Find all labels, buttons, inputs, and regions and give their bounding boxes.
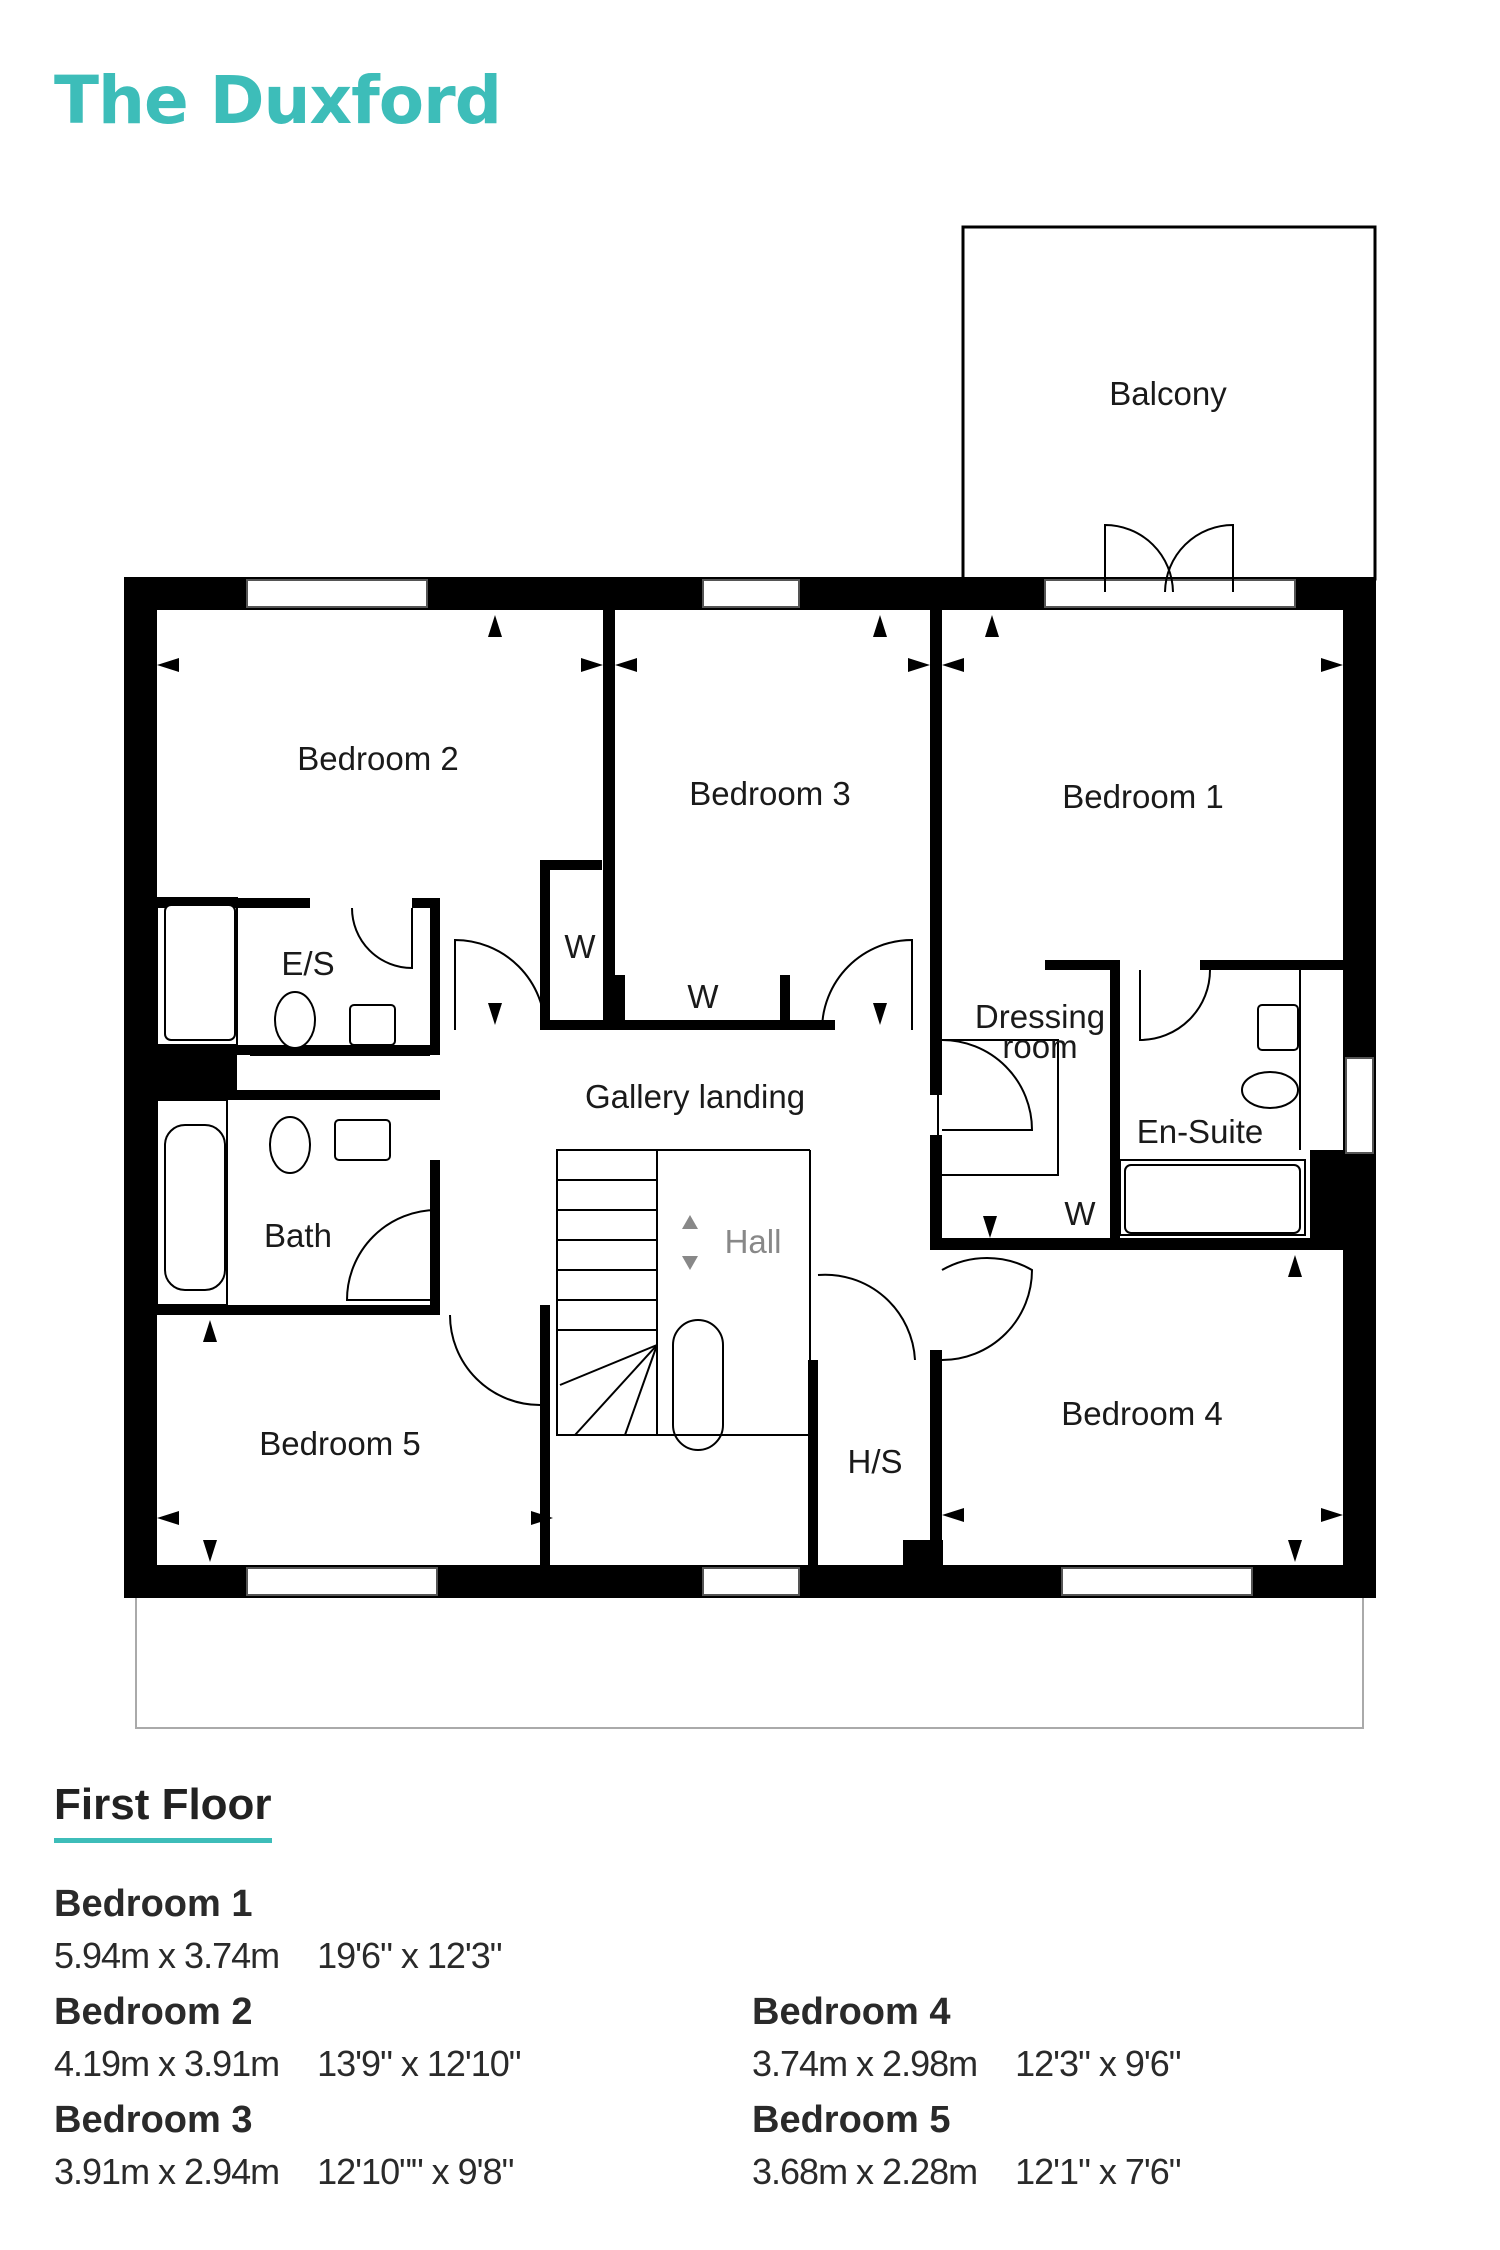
dimension-bedroom-1: Bedroom 1 5.94m x 3.74m 19'6" x 12'3": [54, 1880, 503, 1984]
dimension-name: Bedroom 4: [752, 1991, 951, 2033]
toilet-es: [274, 991, 316, 1049]
doors: [345, 907, 1211, 1406]
balcony-doors: [1104, 523, 1234, 593]
room-label-wardrobe-bedroom-3: W: [687, 978, 719, 1015]
dimension-bedroom-3: Bedroom 3 3.91m x 2.94m 12'10"" x 9'8": [54, 2096, 514, 2200]
room-label-bedroom-1: Bedroom 1: [1062, 778, 1223, 815]
floor-plan: Balcony Bedroom 2 Bedroom 3 Bedroom 1 E/…: [124, 225, 1377, 1729]
dimension-bedroom-5: Bedroom 5 3.68m x 2.28m 12'1" x 7'6": [752, 2096, 1182, 2200]
dimension-imperial: 19'6" x 12'3": [317, 1935, 502, 1976]
dimension-imperial: 13'9" x 12'10": [317, 2043, 521, 2084]
staircase: [556, 1149, 811, 1451]
dimension-imperial: 12'10"" x 9'8": [317, 2151, 514, 2192]
room-label-bedroom-5: Bedroom 5: [259, 1425, 420, 1462]
room-label-balcony: Balcony: [1109, 375, 1227, 412]
dimension-bedroom-4: Bedroom 4 3.74m x 2.98m 12'3" x 9'6": [752, 1988, 1182, 2092]
dimension-metric: 5.94m x 3.74m: [54, 1935, 280, 1976]
dimension-imperial: 12'3" x 9'6": [1015, 2043, 1181, 2084]
dimension-name: Bedroom 3: [54, 2099, 253, 2141]
page-title: The Duxford: [54, 62, 502, 139]
dimension-markers: [157, 615, 1343, 1562]
room-label-bedroom-4: Bedroom 4: [1061, 1395, 1222, 1432]
room-label-es: E/S: [281, 945, 334, 982]
basin-es: [349, 1004, 396, 1046]
dimension-name: Bedroom 2: [54, 1991, 253, 2033]
interior-walls: [157, 610, 1343, 1567]
windows: [246, 579, 1374, 1596]
dimension-metric: 3.91m x 2.94m: [54, 2151, 280, 2192]
dimension-imperial: 12'1" x 7'6": [1015, 2151, 1181, 2192]
room-dimensions: Bedroom 1 5.94m x 3.74m 19'6" x 12'3" Bed…: [54, 1880, 1454, 2220]
room-label-bedroom-2: Bedroom 2: [297, 740, 458, 777]
basin-main: [334, 1119, 391, 1161]
dimension-name: Bedroom 5: [752, 2099, 951, 2141]
stair-direction-arrow: [682, 1215, 698, 1270]
room-label-hall: Hall: [725, 1223, 782, 1260]
dimension-metric: 3.74m x 2.98m: [752, 2043, 978, 2084]
room-label-gallery-landing: Gallery landing: [585, 1078, 805, 1115]
basin-ensuite: [1257, 1004, 1299, 1051]
room-label-bath: Bath: [264, 1217, 332, 1254]
room-label-bedroom-3: Bedroom 3: [689, 775, 850, 812]
floor-heading: First Floor: [54, 1780, 272, 1843]
garden-boundary: [135, 1595, 1364, 1729]
bath-tub-ensuite: [1124, 1164, 1301, 1234]
room-label-en-suite: En-Suite: [1137, 1113, 1264, 1150]
dimension-bedroom-2: Bedroom 2 4.19m x 3.91m 13'9" x 12'10": [54, 1988, 522, 2092]
room-label-dressing-room: room: [1002, 1028, 1077, 1065]
toilet-main: [269, 1116, 311, 1174]
bath-tub-es: [164, 904, 236, 1041]
dimension-name: Bedroom 1: [54, 1883, 253, 1925]
room-label-wardrobe-bedroom-2: W: [564, 928, 596, 965]
room-label-hs: H/S: [847, 1443, 902, 1480]
toilet-ensuite: [1241, 1071, 1299, 1109]
room-label-dressing: Dressing: [975, 998, 1105, 1035]
room-label-wardrobe-dressing: W: [1064, 1195, 1096, 1232]
dimension-metric: 3.68m x 2.28m: [752, 2151, 978, 2192]
bathroom-fixtures: [164, 904, 1301, 1291]
bath-tub-main: [164, 1124, 226, 1291]
dimension-metric: 4.19m x 3.91m: [54, 2043, 280, 2084]
